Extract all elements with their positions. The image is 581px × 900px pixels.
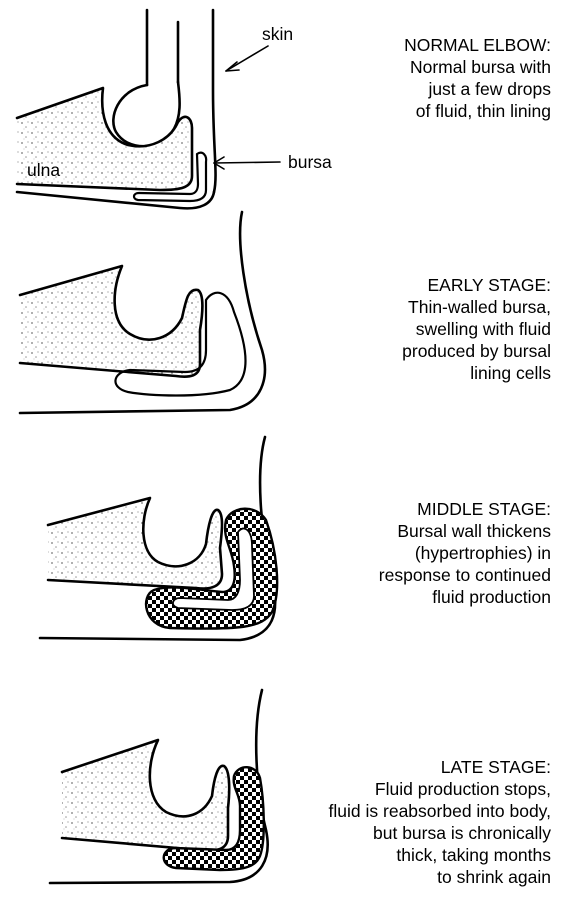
caption-normal-line: of fluid, thin lining xyxy=(404,100,551,122)
skin-label: skin xyxy=(262,24,293,44)
skin-arrow xyxy=(226,46,268,71)
bursa-arrow xyxy=(214,157,280,169)
caption-normal-line: just a few drops xyxy=(404,78,551,100)
caption-early-stage: EARLY STAGE: Thin-walled bursa, swelling… xyxy=(402,274,551,384)
caption-middle-line: Bursal wall thickens xyxy=(379,520,551,542)
bursa-label: bursa xyxy=(288,152,332,172)
middle-stage-drawing xyxy=(40,437,277,640)
caption-normal-elbow: NORMAL ELBOW: Normal bursa with just a f… xyxy=(404,34,551,122)
caption-early-line: lining cells xyxy=(402,362,551,384)
caption-early-title: EARLY STAGE: xyxy=(402,274,551,296)
caption-middle-line: response to continued xyxy=(379,564,551,586)
ulna-label: ulna xyxy=(27,160,60,180)
caption-early-line: Thin-walled bursa, xyxy=(402,296,551,318)
caption-late-line: to shrink again xyxy=(329,866,551,888)
caption-middle-line: fluid production xyxy=(379,586,551,608)
early-stage-drawing xyxy=(20,212,265,413)
caption-early-line: swelling with fluid xyxy=(402,318,551,340)
caption-late-line: thick, taking months xyxy=(329,844,551,866)
caption-early-line: produced by bursal xyxy=(402,340,551,362)
caption-late-line: Fluid production stops, xyxy=(329,778,551,800)
caption-late-stage: LATE STAGE: Fluid production stops, flui… xyxy=(329,756,551,888)
caption-late-line: but bursa is chronically xyxy=(329,822,551,844)
caption-middle-line: (hypertrophies) in xyxy=(379,542,551,564)
caption-middle-stage: MIDDLE STAGE: Bursal wall thickens (hype… xyxy=(379,498,551,608)
caption-middle-title: MIDDLE STAGE: xyxy=(379,498,551,520)
caption-late-title: LATE STAGE: xyxy=(329,756,551,778)
caption-normal-line: Normal bursa with xyxy=(404,56,551,78)
caption-normal-title: NORMAL ELBOW: xyxy=(404,34,551,56)
caption-late-line: fluid is reabsorbed into body, xyxy=(329,800,551,822)
late-stage-drawing xyxy=(50,690,268,883)
